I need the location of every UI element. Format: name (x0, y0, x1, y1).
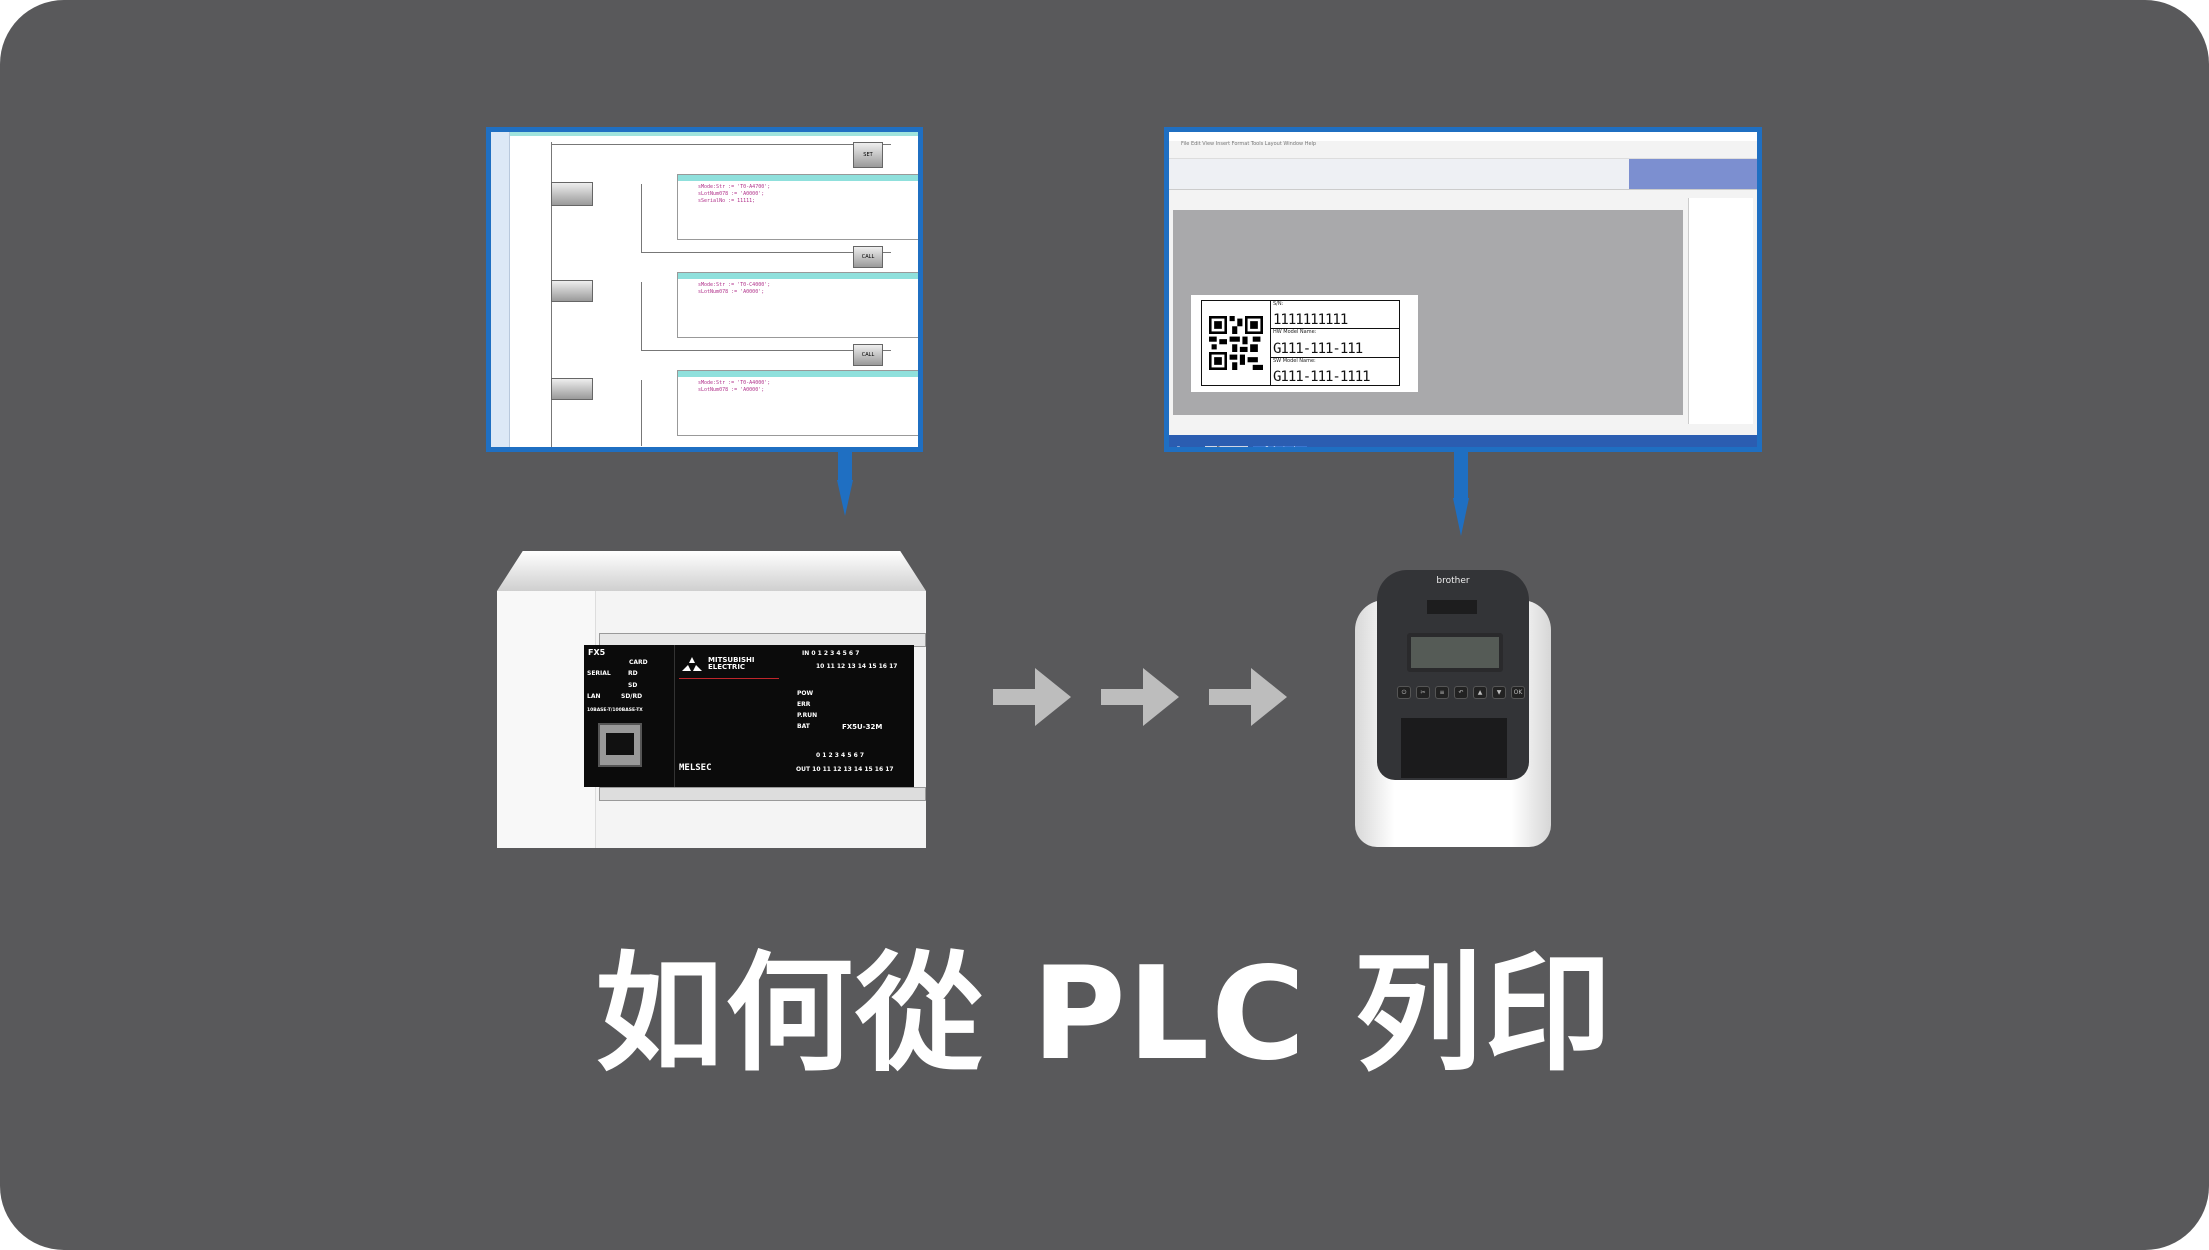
st-block-2: sMode:Str := 'T0-C4000'; sLotNum078 := '… (698, 282, 771, 295)
back-button-icon: ↶ (1454, 686, 1468, 699)
qr-code (1202, 301, 1271, 385)
plc-in-label: IN 0 1 2 3 4 5 6 7 (802, 650, 860, 657)
arrow-right-icon (1209, 668, 1287, 726)
label-output-slot (1401, 718, 1507, 778)
hw-caption: HW Model Name: (1273, 329, 1317, 336)
sw-value: G111-111-1111 (1273, 368, 1371, 385)
plc-in-label-2: 10 11 12 13 14 15 16 17 (816, 663, 898, 670)
coil-call-2: CALL (861, 352, 875, 358)
up-button-icon: ▲ (1473, 686, 1487, 699)
plc-label-sdrd: SD/RD (621, 693, 643, 700)
editor-status-bar: Snap Express Professional (1169, 435, 1757, 447)
plc-line-logo: MELSEC (679, 763, 712, 773)
plc-program-screenshot: SET sMode:Str := 'T0-A4700'; sLotNum078 … (486, 127, 923, 452)
down-button-icon: ▼ (1492, 686, 1506, 699)
printer-brand: brother (1436, 576, 1470, 586)
st-block-1: sMode:Str := 'T0-A4700'; sLotNum078 := '… (698, 184, 771, 204)
sn-caption: S/N: (1273, 301, 1284, 307)
printer-buttons: ⏻ ✂ ≡ ↶ ▲ ▼ OK (1397, 686, 1525, 699)
sn-value: 1111111111 (1273, 312, 1348, 329)
plc-label-serial: SERIAL (587, 670, 611, 677)
printer-lcd (1407, 633, 1503, 672)
callout-tip-left (837, 480, 853, 516)
tab-professional: Professional (1253, 446, 1308, 447)
editor-canvas: S/N: 1111111111 HW Model Name: G111-111-11… (1173, 210, 1683, 415)
callout-pointer-left (838, 451, 852, 481)
power-button-icon: ⏻ (1397, 686, 1411, 699)
st-block-3: sMode:Str := 'T0-A4000'; sLotNum078 := '… (698, 380, 771, 393)
arrow-right-icon (1101, 668, 1179, 726)
callout-tip-right (1453, 498, 1469, 536)
label-editor-screenshot: File Edit View Insert Format Tools Layou… (1164, 127, 1762, 452)
plc-status-err: ERR (797, 701, 811, 708)
mitsubishi-logo-icon (682, 657, 702, 671)
plc-series: FX5 (588, 648, 606, 657)
qr-code-icon (1209, 316, 1263, 370)
label-preview: S/N: 1111111111 HW Model Name: G111-111-11… (1191, 295, 1418, 392)
menu-button-icon: ≡ (1435, 686, 1449, 699)
ladder-diagram: SET sMode:Str := 'T0-A4700'; sLotNum078 … (491, 132, 918, 447)
page-title: 如何從 PLC 列印 (595, 940, 1614, 1089)
tab-snap: Snap (1177, 446, 1190, 452)
hw-value: G111-111-111 (1273, 340, 1363, 357)
callout-pointer-right (1454, 451, 1468, 499)
plc-brand: MITSUBISHI ELECTRIC (708, 656, 755, 671)
insert-new-sidebar (1688, 198, 1753, 424)
plc-label-sd: SD (628, 682, 638, 689)
editor-ribbon (1169, 159, 1757, 190)
sw-caption: SW Model Name: (1273, 357, 1316, 364)
plc-model: FX5U-32M (842, 723, 883, 731)
plc-label-rd: RD (628, 670, 638, 677)
plc-label-ethernet: 10BASE-T/100BASE-TX (587, 708, 643, 713)
plc-status-bat: BAT (797, 723, 810, 730)
plc-label-lan: LAN (587, 693, 601, 700)
arrow-right-icon (993, 668, 1071, 726)
plc-status-pow: POW (797, 690, 814, 697)
plc-out-label-2: OUT 10 11 12 13 14 15 16 17 (796, 766, 894, 773)
plc-label-card: CARD (629, 659, 648, 666)
plc-out-label: 0 1 2 3 4 5 6 7 (816, 752, 865, 759)
plc-status-prun: P.RUN (797, 712, 818, 719)
ethernet-port-icon (598, 723, 642, 767)
plc-device: FX5 CARD SERIAL RD SD LAN SD/RD 10BASE-T… (497, 551, 926, 848)
cut-button-icon: ✂ (1416, 686, 1430, 699)
coil-set: SET (863, 152, 873, 158)
tab-express: Express (1204, 446, 1249, 447)
ok-button-icon: OK (1511, 686, 1525, 699)
coil-call: CALL (861, 254, 875, 260)
editor-menu-bar: File Edit View Insert Format Tools Layou… (1181, 141, 1317, 147)
label-printer: brother ⏻ ✂ ≡ ↶ ▲ ▼ OK (1355, 570, 1551, 847)
